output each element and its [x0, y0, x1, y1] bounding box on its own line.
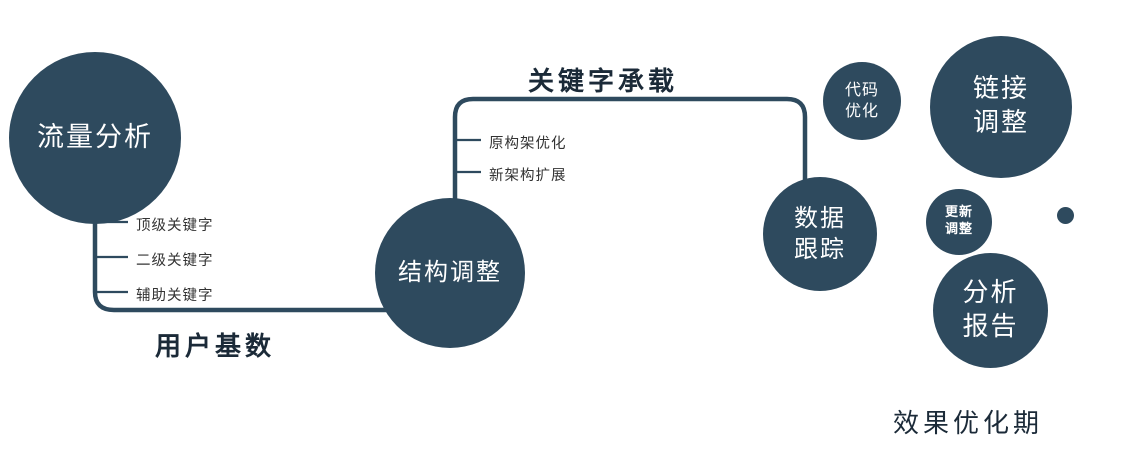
node-analysis-report-line2: 报告: [962, 311, 1019, 342]
node-link-adjustment: 链接 调整: [930, 36, 1072, 178]
structure-branch-ticks: [455, 138, 481, 174]
node-data-tracking: 数据 跟踪: [763, 177, 877, 291]
node-data-tracking-line1: 数据: [794, 203, 846, 232]
node-code-optimization-line1: 代码: [844, 80, 879, 100]
node-code-optimization-line2: 优化: [844, 101, 879, 120]
edge-label-user-base: 用户基数: [155, 332, 276, 362]
caption-effect-optimization-period: 效果优化期: [893, 409, 1044, 439]
node-data-tracking-line2: 跟踪: [794, 235, 846, 263]
node-code-optimization: 代码 优化: [823, 62, 901, 140]
branch-label-original-structure-optimization: 原构架优化: [489, 136, 567, 152]
edge-label-keyword-carrying: 关键字承载: [528, 67, 679, 97]
branch-label-new-architecture-expansion: 新架构扩展: [489, 168, 567, 184]
node-structure-adjustment: 结构调整: [375, 198, 525, 348]
node-update-adjustment-line1: 更新: [944, 205, 973, 221]
small-dot-marker: [1057, 207, 1074, 224]
node-update-adjustment: 更新 调整: [926, 189, 992, 255]
branch-label-auxiliary-keywords: 辅助关键字: [136, 288, 214, 304]
node-analysis-report: 分析 报告: [933, 253, 1048, 368]
node-traffic-analysis-label: 流量分析: [37, 122, 153, 154]
node-update-adjustment-line2: 调整: [944, 222, 973, 237]
node-link-adjustment-line2: 调整: [972, 108, 1029, 138]
branch-label-top-keywords: 顶级关键字: [136, 218, 214, 234]
node-structure-adjustment-label: 结构调整: [398, 258, 502, 287]
branch-label-secondary-keywords: 二级关键字: [136, 253, 214, 269]
node-traffic-analysis: 流量分析: [9, 52, 181, 224]
traffic-branch-ticks: [95, 220, 128, 294]
node-analysis-report-line1: 分析: [962, 277, 1019, 308]
node-link-adjustment-line1: 链接: [972, 74, 1029, 105]
